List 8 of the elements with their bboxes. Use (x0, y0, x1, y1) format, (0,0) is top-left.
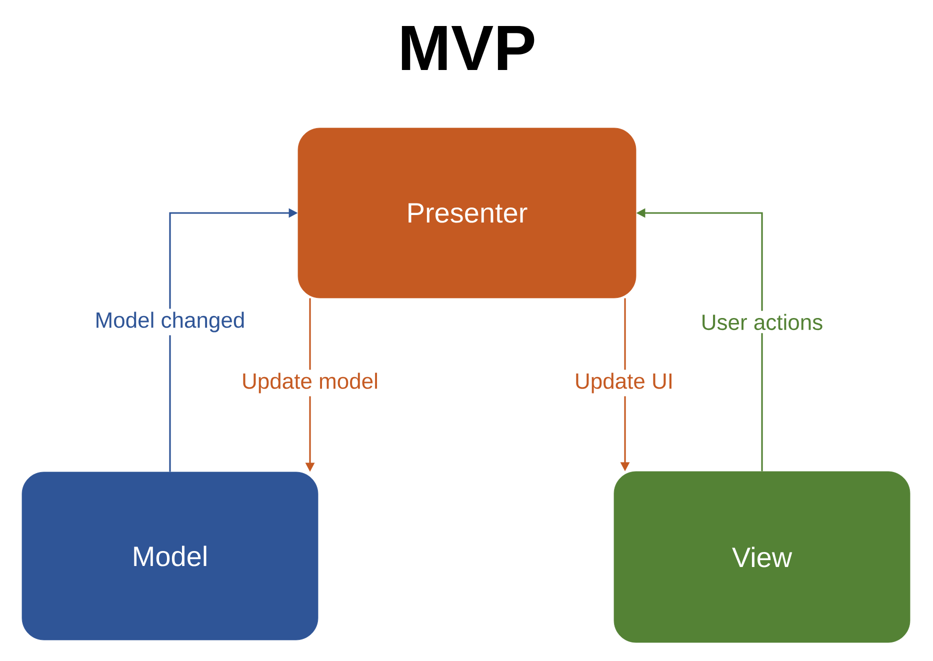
edge-label: Update UI (571, 370, 677, 396)
process-box: Presenter (298, 128, 636, 298)
process-box: Model (22, 472, 318, 640)
edge-label: Model changed (92, 308, 248, 336)
edge-label: User actions (698, 310, 826, 334)
title: MVP (402, 26, 534, 70)
edge-label: Update model (238, 370, 382, 396)
process-box: View (614, 471, 910, 643)
